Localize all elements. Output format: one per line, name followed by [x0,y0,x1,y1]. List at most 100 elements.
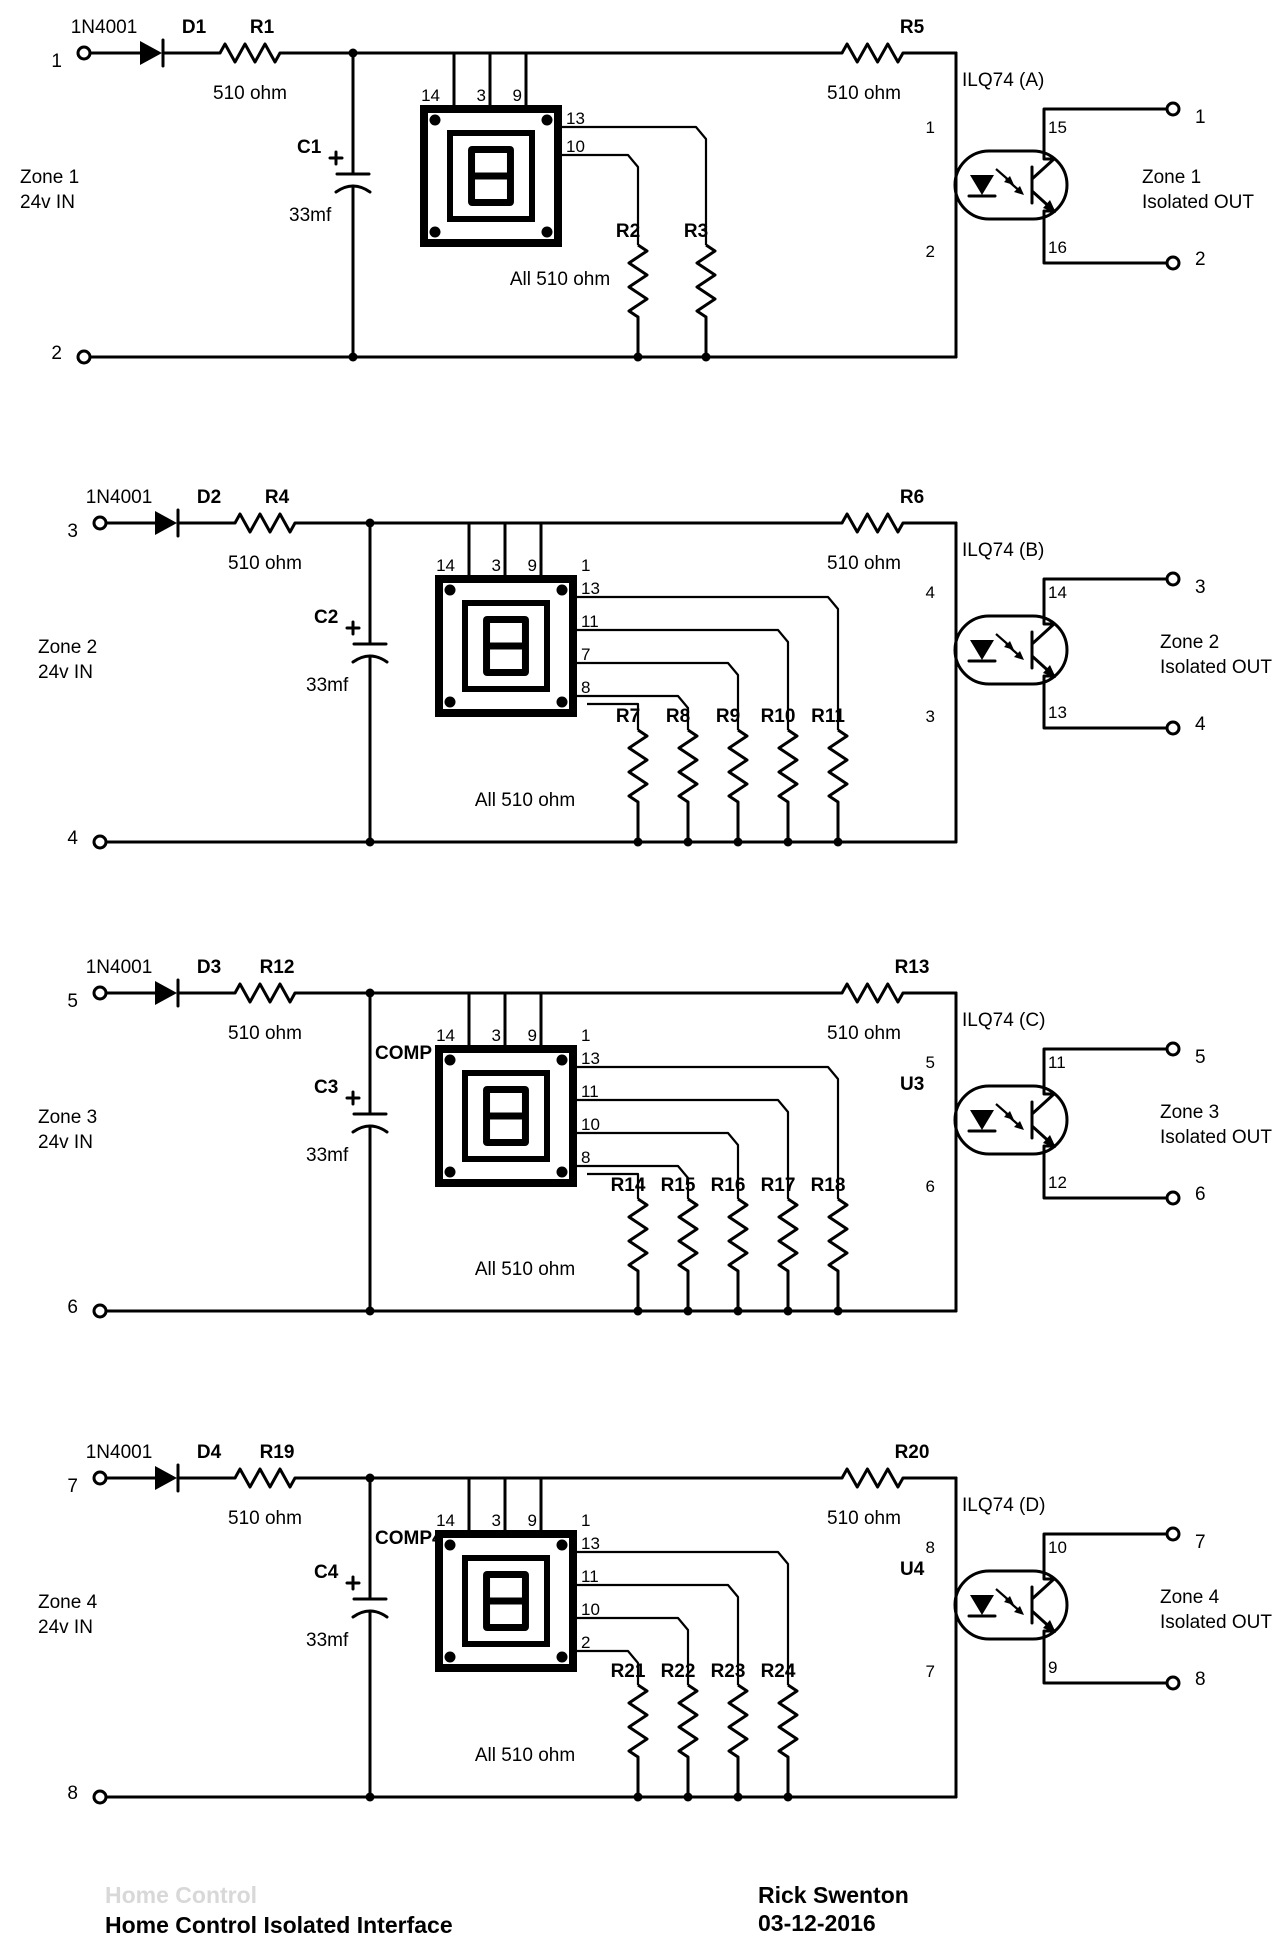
input-terminal-bottom [76,349,92,365]
input-pin-bottom: 6 [67,1297,78,1318]
segment-resistor-ref: R22 [661,1661,696,1682]
diode-type: 1N4001 [71,17,138,38]
display-top-pin: 3 [492,1026,501,1045]
input-terminal-top [92,985,108,1001]
input-pin-bottom: 8 [67,1783,78,1804]
optocoupler-ref: ILQ74 (C) [962,1010,1045,1031]
input-resistor-ref: R19 [260,1442,295,1463]
segment-lead [562,153,640,245]
zone-output-desc: Isolated OUT [1160,1612,1272,1633]
corner-dot [444,1054,456,1066]
resistor-value-note: All 510 ohm [475,1259,575,1280]
led-anode-pin: 4 [926,583,935,602]
led-resistor-value: 510 ohm [827,553,901,574]
author-name: Rick Swenton [758,1882,909,1908]
display-top-pin: 14 [421,86,440,105]
emitter-pin: 9 [1048,1658,1057,1677]
segment-resistor [677,1683,699,1759]
segment-resistor-ref: R9 [716,706,740,727]
capacitor-ref: C2 [314,607,338,628]
segment-lead [562,125,708,245]
diode-triangle [155,981,177,1005]
digit-eight-hole [490,1578,522,1598]
input-resistor-value: 510 ohm [228,553,302,574]
led-resistor-ref: R5 [900,17,925,38]
input-resistor [233,512,297,534]
seven-segment-display [435,1045,577,1187]
display-top-pin: 14 [436,1511,455,1530]
output-pin-top: 5 [1195,1047,1206,1068]
emitter-pin: 13 [1048,703,1067,722]
led-cathode-pin: 2 [926,242,935,261]
segment-resistor [627,243,649,319]
display-top-pin: 9 [513,86,522,105]
diode-ref: D1 [182,17,207,38]
segment-resistor-ref: R15 [661,1175,696,1196]
junction-dot [733,1792,743,1802]
corner-dot [556,1054,568,1066]
optocoupler-ref: ILQ74 (B) [962,540,1044,561]
diode-triangle [155,511,177,535]
junction-dot [633,352,643,362]
output-terminal-top [1165,1041,1181,1057]
junction-dot [683,1306,693,1316]
zone-output-desc: Isolated OUT [1160,1127,1272,1148]
led-triangle [970,1595,994,1615]
input-pin-top: 1 [51,51,62,72]
zone-input-label: Zone 1 [20,167,79,188]
segment-resistor [677,1197,699,1273]
segment-resistor [727,1197,749,1273]
junction-dot [633,1306,643,1316]
junction-dot [633,837,643,847]
junction-dot [683,1792,693,1802]
display-side-pin: 13 [581,1534,600,1553]
segment-lead [577,1065,840,1199]
segment-lead [587,1172,640,1199]
zone-output-label: Zone 3 [1160,1102,1219,1123]
display-top-pin: 14 [436,1026,455,1045]
digit-eight-hole [475,153,507,173]
segment-resistor [727,728,749,804]
segment-resistor [727,1683,749,1759]
zone-output-desc: Isolated OUT [1142,192,1254,213]
display-pin-1: 1 [581,1026,590,1045]
input-terminal-top [92,1470,108,1486]
led-resistor [840,512,905,534]
optocoupler-symbol [953,614,1069,686]
junction-dot [833,1306,843,1316]
segment-resistor-ref: R24 [761,1661,796,1682]
unit-ref: U3 [900,1074,924,1095]
arrow-head [1014,186,1024,195]
diagram-date: 03-12-2016 [758,1910,876,1936]
digit-eight-hole [490,1604,522,1624]
seven-segment-display [420,105,562,247]
zone-input-voltage: 24v IN [38,662,93,683]
diode-type: 1N4001 [86,487,153,508]
output-lead-bottom [1042,674,1137,730]
segment-resistor-ref: R3 [684,221,708,242]
led-anode-pin: 8 [926,1538,935,1557]
zone-output-label: Zone 2 [1160,632,1219,653]
display-top-pin: 3 [492,556,501,575]
output-pin-top: 3 [1195,577,1206,598]
led-anode-pin: 1 [926,118,935,137]
segment-resistor [777,728,799,804]
capacitor-value: 33mf [306,1145,349,1166]
corner-dot [429,114,441,126]
segment-resistor-ref: R10 [761,706,796,727]
input-pin-top: 7 [67,1476,78,1497]
input-pin-bottom: 4 [67,828,78,849]
corner-dot [444,696,456,708]
led-cathode-pin: 7 [926,1662,935,1681]
segment-resistor-ref: R17 [761,1175,796,1196]
zone-input-label: Zone 2 [38,637,97,658]
output-lead-top [1042,577,1137,626]
output-pin-bottom: 8 [1195,1669,1206,1690]
digit-eight-hole [490,1119,522,1139]
segment-lead [577,1649,640,1685]
zone-input-label: Zone 4 [38,1592,98,1613]
output-terminal-top [1165,571,1181,587]
output-lead-top [1042,107,1137,161]
